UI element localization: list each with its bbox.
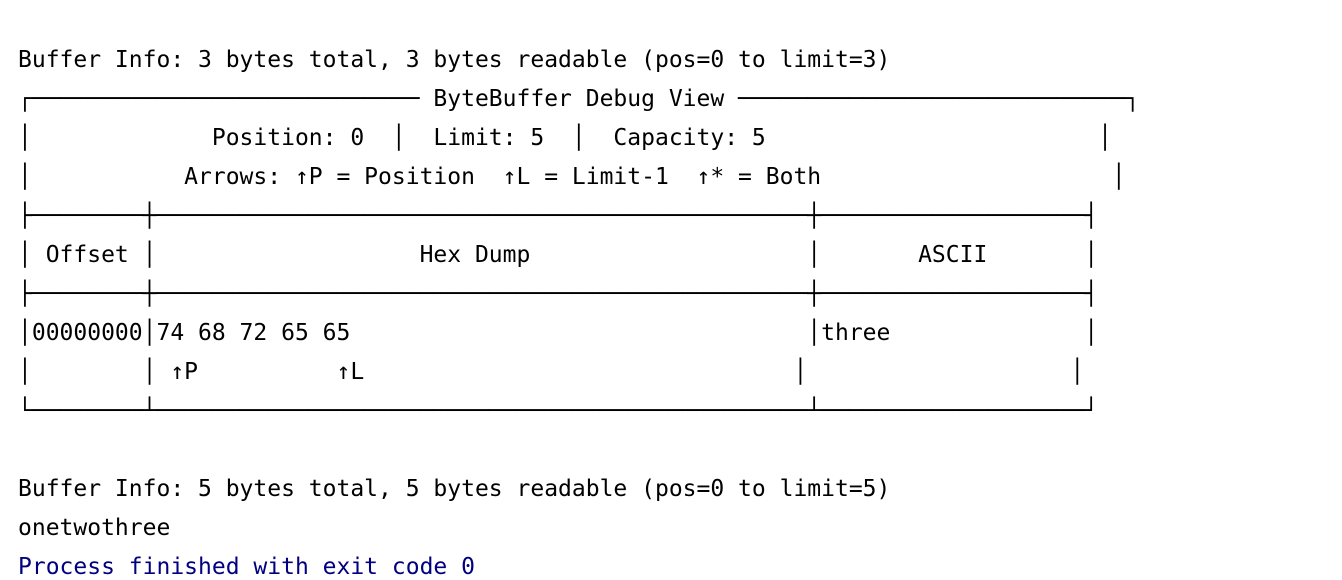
debug-view-marker-row: │ │ ↑P ↑L │ │: [18, 359, 1085, 385]
process-exit-message: Process finished with exit code 0: [18, 554, 475, 580]
debug-view-header-row: │ Offset │ Hex Dump │ ASCII │: [18, 242, 1099, 268]
debug-view-bottom-border: └────────┴──────────────────────────────…: [18, 398, 1099, 424]
buffer-info-line-bottom: Buffer Info: 5 bytes total, 5 bytes read…: [18, 476, 891, 502]
debug-view-data-row: │00000000│74 68 72 65 65 │three │: [18, 320, 1099, 346]
debug-view-stats-line: │ Position: 0 │ Limit: 5 │ Capacity: 5 │: [18, 125, 1112, 151]
debug-view-legend-line: │ Arrows: ↑P = Position ↑L = Limit-1 ↑* …: [18, 164, 1126, 190]
debug-view-top-border: ┌──────────────────────────── ByteBuffer…: [18, 86, 1140, 112]
debug-view-separator-top: ├────────┼──────────────────────────────…: [18, 203, 1099, 229]
buffer-info-line-top: Buffer Info: 3 bytes total, 3 bytes read…: [18, 47, 891, 73]
debug-view-separator-mid: ├────────┼──────────────────────────────…: [18, 281, 1099, 307]
output-value-line: onetwothree: [18, 515, 171, 541]
